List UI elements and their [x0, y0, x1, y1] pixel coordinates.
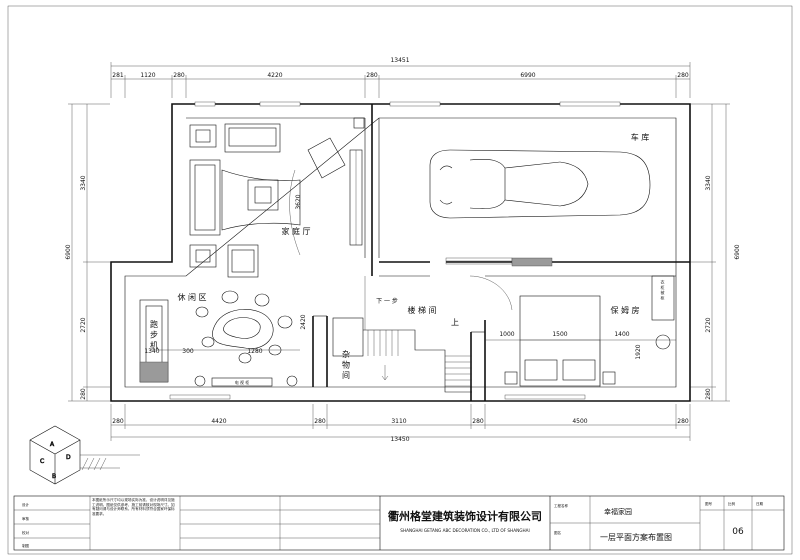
drawing-title: 一层平面方案布置图: [600, 532, 672, 542]
dim-living-depth: 3620: [295, 194, 302, 209]
dim-bedroom-depth: 1920: [635, 344, 642, 359]
company-name-cn: 衢州格堂建筑装饰设计有限公司: [388, 509, 542, 523]
dim-left-seg: 3340: [80, 175, 87, 190]
dim-bottom-seg: 3110: [391, 418, 406, 425]
dim-bottom-seg: 280: [314, 418, 326, 425]
sofa-set-icon: [189, 117, 365, 278]
dim-leisure-2: 300: [182, 348, 194, 355]
design-notes: 本图纸所示尺寸均以现场实际为准，设计说明详见施工说明。图纸仅供参考，施工前请核对…: [92, 498, 175, 516]
interior-dimensions: 3620 2420 1340 300 1280 1000 1500 1400 1…: [144, 194, 642, 359]
tv-cabinet-label: 电 视 柜: [235, 379, 250, 385]
bottom-dimensions: 280 4420 280 3110 280 4500 280 13450: [110, 404, 691, 443]
tb-small-label: 工程名称: [554, 503, 568, 508]
car-icon: [429, 149, 651, 219]
dim-bottom-seg: 280: [112, 418, 124, 425]
company-name-en: SHANGHAI GETANG ABC DECORATION CO., LTD …: [400, 528, 529, 533]
compass-letter: B: [52, 473, 56, 480]
tb-small-label: 图名: [554, 530, 561, 535]
stairwell-label: 楼 梯 间: [407, 305, 436, 315]
sheet-border: [7, 5, 793, 555]
sheet-number: 06: [732, 527, 744, 537]
dim-bedroom-3: 1400: [614, 331, 629, 338]
tb-small-label: 日期: [756, 501, 764, 506]
up-label: 上: [451, 318, 459, 327]
dim-bottom-seg: 4420: [211, 418, 226, 425]
dim-top-total: 13451: [390, 57, 409, 64]
down-step-label: 下 一 步: [376, 297, 398, 305]
garage-label: 车 库: [631, 132, 650, 142]
compass-letter: A: [50, 441, 55, 448]
dim-bedroom-2: 1500: [552, 331, 567, 338]
dim-top-seg: 280: [366, 72, 378, 79]
dim-bottom-total: 13450: [390, 436, 409, 443]
tb-small-label: 校对: [22, 530, 29, 535]
dim-left-seg: 280: [80, 388, 87, 400]
dim-top-seg: 1120: [140, 72, 155, 79]
compass-cube-icon: A B C D: [29, 425, 140, 485]
compass-letter: D: [66, 454, 71, 461]
tb-small-label: 比例: [728, 501, 736, 506]
tb-small-label: 制图: [22, 543, 29, 548]
project-name: 幸福家园: [604, 507, 632, 516]
dim-right-seg: 2720: [705, 317, 712, 332]
treadmill-label: 跑 步 机: [150, 320, 159, 350]
leisure-furniture: [139, 290, 300, 387]
room-labels: 车 库 家 庭 厅 休 闲 区 楼 梯 间 保 姆 房 杂 物 间 跑 步 机 …: [150, 132, 666, 385]
dim-top-seg: 4220: [267, 72, 282, 79]
dim-top-seg: 281: [112, 72, 124, 79]
family-room-label: 家 庭 厅: [281, 226, 310, 236]
cabinet-label: 衣 柜 被 柜: [661, 279, 666, 301]
leisure-area-label: 休 闲 区: [177, 292, 206, 302]
staircase-icon: [332, 275, 513, 393]
nanny-room-label: 保 姆 房: [610, 305, 639, 315]
dim-top-seg: 6990: [520, 72, 535, 79]
dim-stair-depth: 2420: [300, 314, 307, 329]
tb-small-label: 图号: [705, 501, 713, 506]
dim-top-seg: 280: [677, 72, 689, 79]
walls: [110, 101, 691, 402]
dim-bedroom-1: 1000: [499, 331, 514, 338]
dim-leisure-3: 1280: [247, 348, 262, 355]
dim-right-total: 6900: [734, 244, 741, 259]
dim-bottom-seg: 4500: [572, 418, 587, 425]
dim-right-seg: 3340: [705, 175, 712, 190]
dim-leisure-1: 1340: [144, 348, 159, 355]
right-dimensions: 3340 2720 280 6900: [690, 103, 741, 402]
bed-icon: [485, 275, 676, 387]
dim-right-seg: 280: [705, 388, 712, 400]
dim-bottom-seg: 280: [677, 418, 689, 425]
tb-small-label: 审核: [22, 516, 29, 521]
compass-letter: C: [40, 458, 44, 465]
dim-left-total: 6900: [65, 244, 72, 259]
title-block: 设计 审核 校对 制图 图号 比例 日期 工程名称 图名 本图纸所示尺寸均以现场…: [13, 495, 785, 551]
left-dimensions: 3340 2720 280 6900: [65, 103, 110, 402]
dim-left-seg: 2720: [80, 317, 87, 332]
dim-bottom-seg: 280: [472, 418, 484, 425]
dim-top-seg: 280: [173, 72, 185, 79]
top-dimensions: 13451 281 1120 280 4220 280 6990 280: [110, 57, 691, 98]
tb-small-label: 设计: [22, 502, 29, 507]
storage-label: 杂 物 间: [342, 350, 351, 380]
